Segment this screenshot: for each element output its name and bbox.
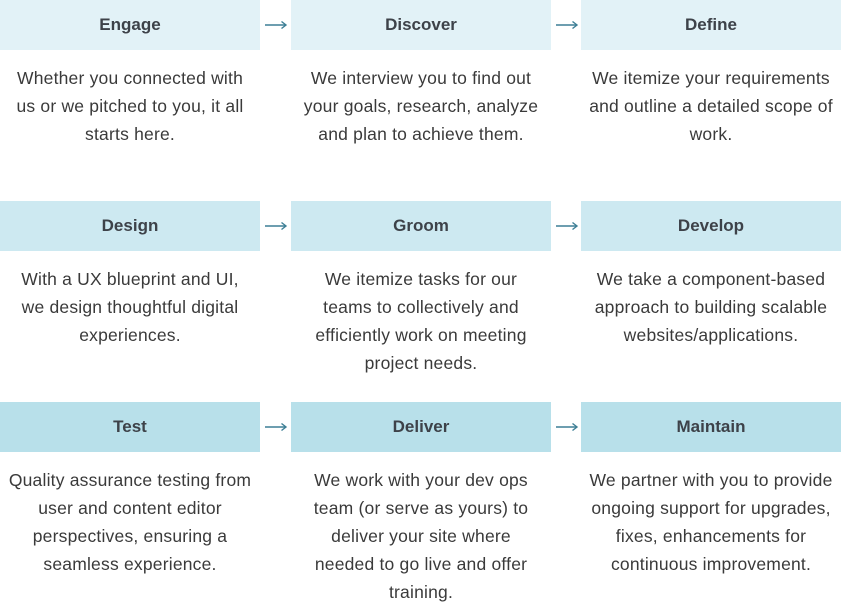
step-design: Design With a UX blueprint and UI, we de… [0,201,260,349]
long-right-arrow-icon [260,402,291,452]
step-title: Design [0,201,260,251]
step-title: Engage [0,0,260,50]
step-title: Discover [291,0,551,50]
step-deliver: Deliver We work with your dev ops team (… [291,402,551,606]
step-engage: Engage Whether you connected with us or … [0,0,260,148]
step-description: Whether you connected with us or we pitc… [16,68,244,144]
step-groom: Groom We itemize tasks for our teams to … [291,201,551,377]
step-maintain: Maintain We partner with you to provide … [581,402,841,578]
step-develop: Develop We take a component-based approa… [581,201,841,349]
long-right-arrow-icon [551,0,582,50]
step-test: Test Quality assurance testing from user… [0,402,260,578]
step-description: Quality assurance testing from user and … [8,470,252,574]
step-discover: Discover We interview you to find out yo… [291,0,551,148]
step-title: Groom [291,201,551,251]
step-description: With a UX blueprint and UI, we design th… [21,269,239,345]
step-description: We interview you to find out your goals,… [303,68,539,144]
long-right-arrow-icon [260,201,291,251]
step-title: Test [0,402,260,452]
long-right-arrow-icon [551,201,582,251]
step-title: Develop [581,201,841,251]
step-title: Define [581,0,841,50]
step-description: We itemize tasks for our teams to collec… [315,269,527,373]
step-description: We work with your dev ops team (or serve… [313,470,529,602]
step-description: We itemize your requirements and outline… [589,68,833,144]
step-description: We partner with you to provide ongoing s… [589,470,833,574]
long-right-arrow-icon [551,402,582,452]
step-title: Maintain [581,402,841,452]
step-title: Deliver [291,402,551,452]
step-description: We take a component-based approach to bu… [594,269,828,345]
long-right-arrow-icon [260,0,291,50]
step-define: Define We itemize your requirements and … [581,0,841,148]
